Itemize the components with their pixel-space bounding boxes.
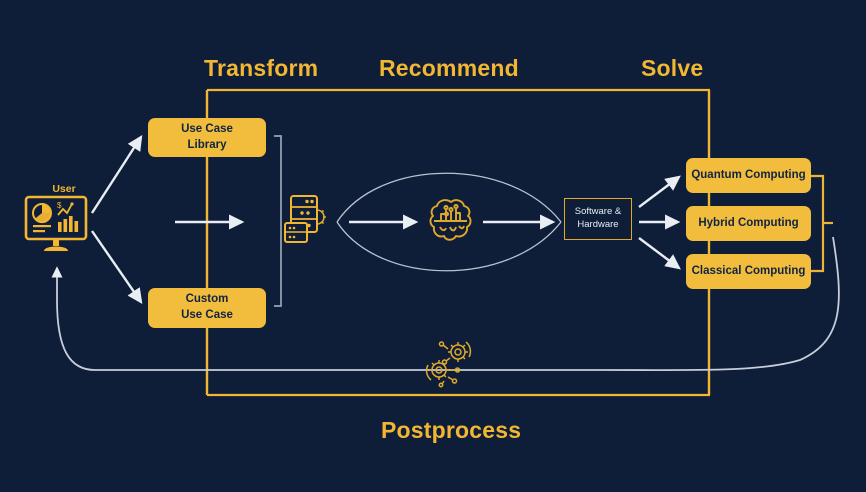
classical-computing-box[interactable]: Classical Computing [686, 254, 811, 289]
ai-brain-circuit-icon [425, 195, 477, 247]
phase-label-recommend: Recommend [379, 55, 519, 81]
use-case-library-box[interactable]: Use Case Library [148, 118, 266, 157]
solve-grouping-bracket [811, 174, 833, 273]
software-hardware-line1: Software & [574, 206, 622, 218]
svg-text:$: $ [57, 201, 62, 210]
phase-label-solve: Solve [641, 55, 704, 81]
transform-grouping-bracket [274, 135, 282, 307]
software-hardware-line2: Hardware [577, 219, 619, 230]
hybrid-computing-box[interactable]: Hybrid Computing [686, 206, 811, 241]
custom-use-case-line1: Custom [185, 293, 229, 306]
use-case-library-line1: Use Case [181, 122, 233, 135]
custom-use-case-box[interactable]: Custom Use Case [148, 288, 266, 328]
classical-computing-label: Classical Computing [691, 264, 806, 277]
hybrid-computing-label: Hybrid Computing [698, 216, 799, 229]
user-label: User [52, 183, 76, 195]
quantum-computing-label: Quantum Computing [691, 168, 806, 181]
software-hardware-box[interactable]: Software & Hardware [564, 198, 632, 240]
custom-use-case-line2: Use Case [181, 309, 233, 321]
phase-label-transform: Transform [204, 55, 319, 81]
quantum-computing-box[interactable]: Quantum Computing [686, 158, 811, 193]
user-to-usecase-arrows [90, 134, 143, 304]
monitor-analytics-icon: $ [22, 195, 90, 253]
phase-label-postprocess: Postprocess [381, 417, 522, 443]
solve-fanout-arrows [638, 175, 681, 270]
network-gears-icon [420, 337, 482, 389]
server-gear-icon [283, 192, 329, 248]
use-case-library-line2: Library [187, 138, 227, 151]
